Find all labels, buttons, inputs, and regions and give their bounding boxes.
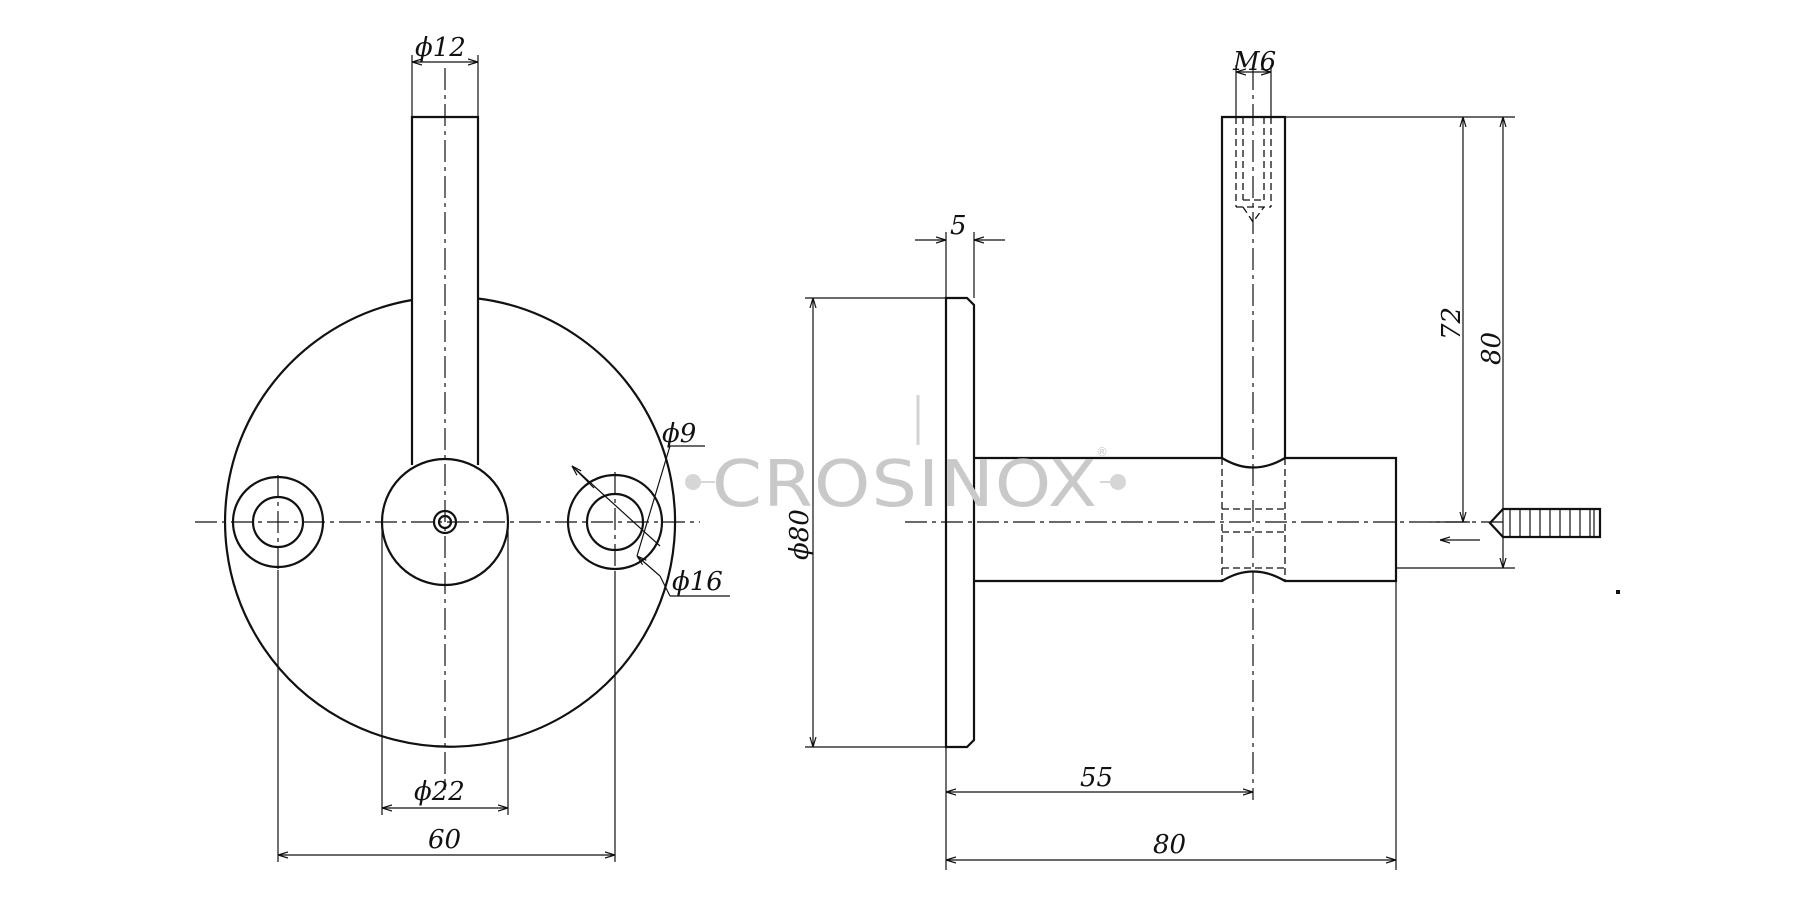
counterbore-diameter-label: ϕ16 — [672, 567, 723, 597]
pin-diameter-label: ϕ12 — [415, 33, 466, 63]
base-plate-front — [223, 297, 677, 748]
side-view: M6 5 ϕ80 55 80 72 80 — [785, 47, 1620, 870]
hole-leader — [571, 465, 661, 547]
overall-length-label: 80 — [1153, 830, 1186, 860]
watermark-text: CROSINOX — [712, 448, 1098, 522]
hole-spacing-label: 60 — [428, 825, 461, 855]
boss-diameter-label: ϕ22 — [414, 777, 465, 807]
horizontal-arm-side — [974, 456, 1398, 583]
overall-height-label: 80 — [1477, 332, 1507, 365]
pin-offset-label: 55 — [1080, 763, 1113, 793]
grub-screw — [1488, 507, 1602, 539]
thread-label: M6 — [1232, 47, 1276, 77]
stray-mark — [1616, 590, 1620, 594]
plate-thickness-label: 5 — [950, 211, 967, 241]
watermark: CROSINOX ® — [685, 395, 1126, 522]
plate-diameter-side-label: ϕ80 — [785, 509, 815, 560]
watermark-registered-mark: ® — [1096, 445, 1108, 459]
hole-diameter-label: ϕ9 — [662, 419, 696, 449]
front-view: ϕ12 ϕ9 ϕ16 ϕ22 60 — [195, 33, 730, 862]
pin-length-label: 72 — [1437, 307, 1467, 340]
